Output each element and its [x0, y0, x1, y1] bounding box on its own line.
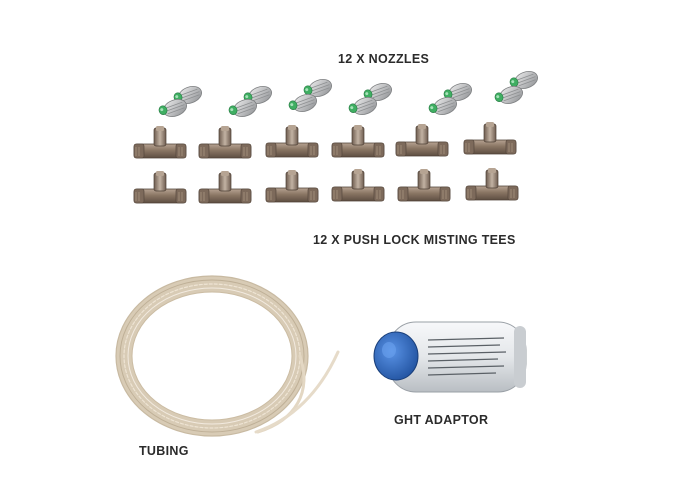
tees-label: 12 X PUSH LOCK MISTING TEES — [313, 233, 516, 247]
nozzles-group — [156, 67, 541, 122]
tees-group — [133, 121, 519, 204]
tubing-label: TUBING — [139, 444, 189, 458]
ght-adaptor-label: GHT ADAPTOR — [394, 413, 489, 427]
ght-adaptor — [373, 321, 527, 393]
nozzles-label: 12 X NOZZLES — [338, 52, 430, 66]
tubing-coil — [115, 275, 340, 437]
